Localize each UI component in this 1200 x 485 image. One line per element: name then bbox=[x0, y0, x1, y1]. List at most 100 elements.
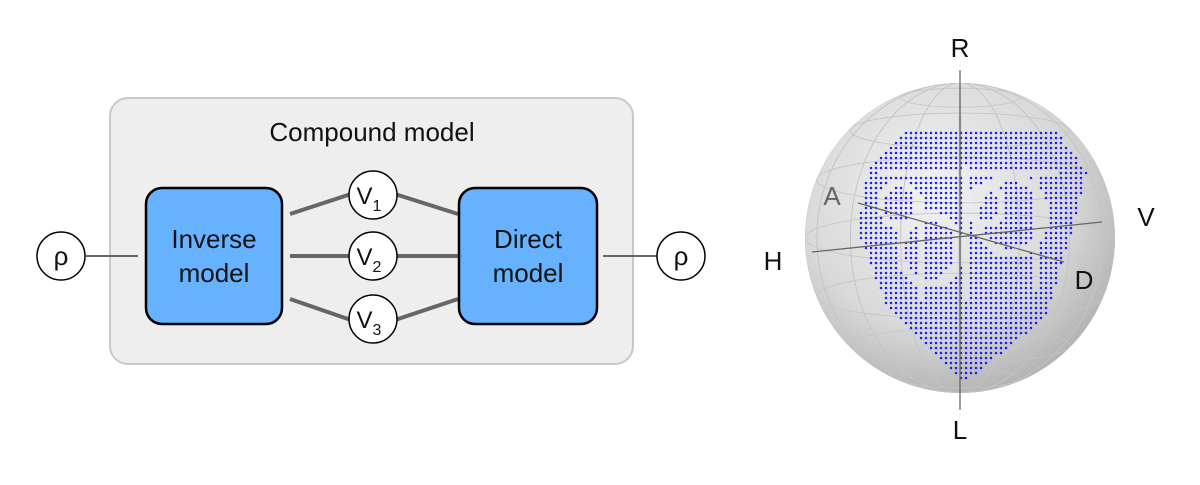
sphere-point bbox=[954, 291, 958, 295]
sphere-point bbox=[984, 306, 988, 310]
sphere-longitude-line bbox=[816, 83, 1104, 393]
sphere-point bbox=[994, 341, 998, 345]
sphere-point bbox=[1039, 176, 1043, 180]
sphere-point bbox=[1039, 166, 1043, 170]
sphere-point bbox=[1014, 226, 1018, 230]
sphere-point bbox=[934, 321, 938, 325]
sphere-point bbox=[949, 331, 953, 335]
sphere-point bbox=[919, 176, 923, 180]
sphere-point bbox=[994, 146, 998, 150]
sphere-point bbox=[994, 211, 998, 215]
sphere-point bbox=[1039, 281, 1043, 285]
sphere-point bbox=[1029, 146, 1033, 150]
sphere-point bbox=[969, 146, 973, 150]
sphere-point bbox=[929, 296, 933, 300]
sphere-point bbox=[1014, 136, 1018, 140]
sphere-point bbox=[969, 161, 973, 165]
sphere-point bbox=[1014, 216, 1018, 220]
sphere-point bbox=[864, 196, 868, 200]
sphere-point bbox=[1009, 261, 1013, 265]
sphere-point bbox=[1039, 296, 1043, 300]
sphere-point bbox=[1014, 301, 1018, 305]
sphere-point bbox=[994, 281, 998, 285]
sphere-point bbox=[984, 286, 988, 290]
channel-2-node bbox=[348, 231, 398, 281]
sphere-point bbox=[879, 161, 883, 165]
sphere-point bbox=[869, 261, 873, 265]
sphere-point bbox=[914, 141, 918, 145]
sphere-point bbox=[969, 251, 973, 255]
sphere-point bbox=[979, 361, 983, 365]
sphere-point bbox=[1004, 301, 1008, 305]
sphere-point bbox=[984, 361, 988, 365]
sphere-point bbox=[999, 221, 1003, 225]
sphere-point bbox=[1024, 221, 1028, 225]
sphere-longitude-line bbox=[900, 83, 1020, 393]
sphere-point bbox=[909, 326, 913, 330]
sphere-point bbox=[879, 166, 883, 170]
sphere-point bbox=[979, 151, 983, 155]
sphere-point bbox=[989, 306, 993, 310]
sphere-point bbox=[1049, 186, 1053, 190]
sphere-point bbox=[904, 281, 908, 285]
sphere-point bbox=[1009, 291, 1013, 295]
sphere-point bbox=[979, 366, 983, 370]
sphere-point bbox=[994, 166, 998, 170]
sphere-point bbox=[964, 316, 968, 320]
sphere-point bbox=[1004, 336, 1008, 340]
sphere-point bbox=[909, 191, 913, 195]
sphere-point bbox=[999, 186, 1003, 190]
sphere-point bbox=[1039, 156, 1043, 160]
sphere-point bbox=[994, 266, 998, 270]
sphere-point bbox=[919, 321, 923, 325]
sphere-point bbox=[989, 291, 993, 295]
sphere-point bbox=[1019, 131, 1023, 135]
sphere-point bbox=[929, 331, 933, 335]
sphere-point bbox=[999, 236, 1003, 240]
sphere-point bbox=[954, 281, 958, 285]
sphere-point bbox=[1019, 146, 1023, 150]
sphere-point bbox=[899, 316, 903, 320]
sphere-point bbox=[934, 311, 938, 315]
sphere-point bbox=[934, 341, 938, 345]
sphere-point bbox=[914, 301, 918, 305]
sphere-point bbox=[1019, 321, 1023, 325]
sphere-point bbox=[894, 161, 898, 165]
sphere-point bbox=[899, 141, 903, 145]
sphere-point bbox=[919, 156, 923, 160]
sphere-point bbox=[1014, 161, 1018, 165]
inverse-model-box bbox=[144, 186, 284, 326]
sphere-point bbox=[1024, 196, 1028, 200]
sphere-point bbox=[984, 141, 988, 145]
sphere-point bbox=[1059, 151, 1063, 155]
sphere-point bbox=[894, 236, 898, 240]
sphere-point bbox=[934, 301, 938, 305]
sphere-point bbox=[924, 131, 928, 135]
sphere-point bbox=[949, 291, 953, 295]
sphere-point bbox=[1024, 161, 1028, 165]
compound-model-diagram: Compound model Inverse model Direct mode… bbox=[36, 97, 706, 365]
sphere-point bbox=[1019, 231, 1023, 235]
sphere-point bbox=[1009, 266, 1013, 270]
sphere-point bbox=[944, 251, 948, 255]
sphere-point bbox=[899, 146, 903, 150]
sphere-point bbox=[969, 221, 973, 225]
sphere-point bbox=[1019, 266, 1023, 270]
sphere-point bbox=[874, 246, 878, 250]
sphere-point bbox=[894, 191, 898, 195]
sphere-point bbox=[1059, 211, 1063, 215]
sphere-point bbox=[974, 341, 978, 345]
sphere-point bbox=[984, 201, 988, 205]
sphere-point bbox=[889, 256, 893, 260]
sphere-point bbox=[909, 181, 913, 185]
bloch-sphere: R L H V A D bbox=[764, 33, 1156, 445]
output-rho-node bbox=[656, 231, 706, 281]
sphere-point bbox=[969, 326, 973, 330]
sphere-point bbox=[874, 201, 878, 205]
sphere-point bbox=[914, 236, 918, 240]
sphere-point bbox=[1004, 246, 1008, 250]
sphere-point bbox=[999, 281, 1003, 285]
sphere-point bbox=[919, 306, 923, 310]
sphere-point bbox=[904, 166, 908, 170]
sphere-point bbox=[899, 296, 903, 300]
